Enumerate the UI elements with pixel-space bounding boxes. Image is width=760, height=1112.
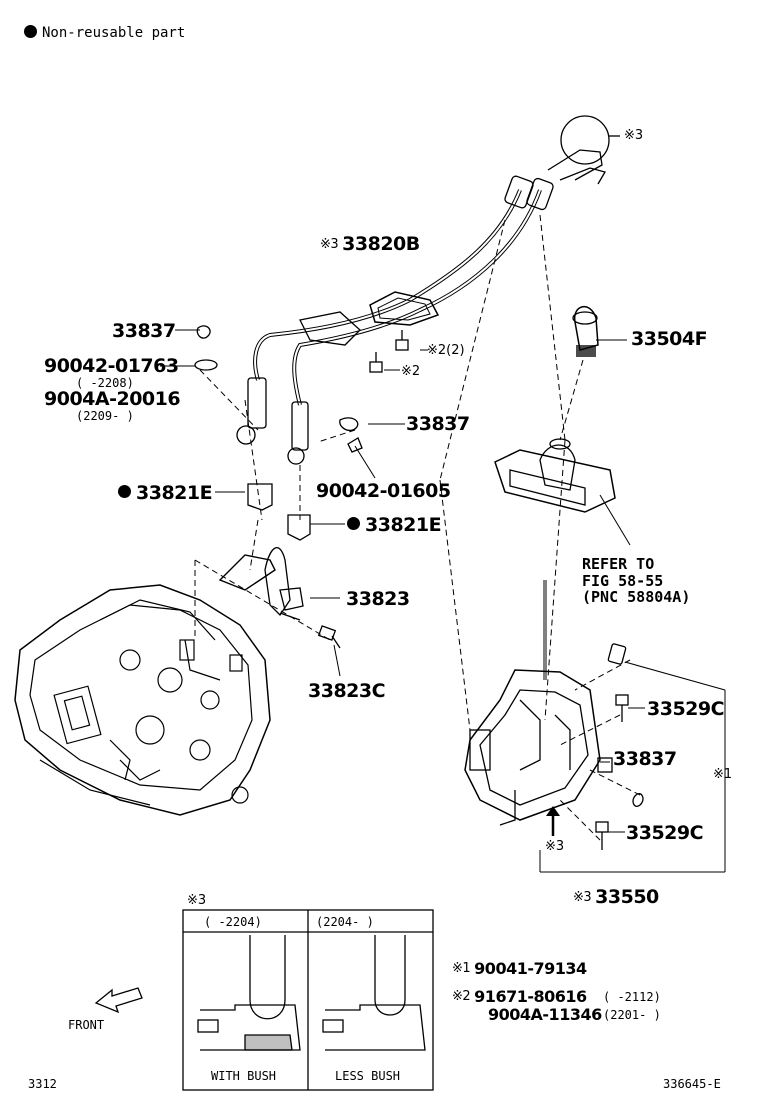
part-label-33823C[interactable]: 33823C xyxy=(308,680,386,702)
part-label-33529C-top[interactable]: 33529C xyxy=(647,698,725,720)
note-2a-range: ( -2112) xyxy=(603,990,661,1004)
inset-col1-header: ( -2204) xyxy=(204,915,262,929)
inset-col1-caption: WITH BUSH xyxy=(211,1069,277,1083)
note-2b-range: (2201- ) xyxy=(603,1008,661,1022)
part-label-33837-mid[interactable]: 33837 xyxy=(406,413,470,435)
inset-col2-caption: LESS BUSH xyxy=(335,1069,401,1083)
inset-col2-header: (2204- ) xyxy=(316,915,374,929)
part-range-90042-01763: ( -2208) xyxy=(76,376,134,390)
part-label-33821E-right[interactable]: 33821E xyxy=(347,516,442,535)
detail-mark-3: ※3 xyxy=(624,128,644,143)
shift-knob-drawing xyxy=(572,306,599,357)
left-cable-ends xyxy=(236,377,309,465)
part-label-33821E-left[interactable]: 33821E xyxy=(118,484,213,503)
mark-1-bracket: ※1 xyxy=(713,767,733,782)
front-label: FRONT xyxy=(68,1018,105,1032)
refer-note: REFER TO FIG 58-55 (PNC 58804A) xyxy=(582,555,691,606)
part-label-90042-01605[interactable]: 90042-01605 xyxy=(316,480,451,502)
non-reusable-dot-icon xyxy=(347,517,360,530)
part-label-33529C-bottom[interactable]: 33529C xyxy=(626,822,704,844)
mark-3-arrow: ※3 xyxy=(545,839,565,854)
part-label-9004A-20016[interactable]: 9004A-20016 xyxy=(44,388,181,410)
part-label-90042-01763[interactable]: 90042-01763 xyxy=(44,355,179,377)
note-bracket-lines xyxy=(539,661,726,873)
shift-lever-assembly-drawing xyxy=(464,580,627,826)
dashed-guides xyxy=(194,214,641,841)
inset-mark-3: ※3 xyxy=(187,893,207,908)
mark-2-with-qty: ※2(2) xyxy=(427,343,465,358)
inset-detail-box xyxy=(182,909,434,1091)
clips-33821E xyxy=(247,483,311,541)
front-arrow-icon xyxy=(94,987,143,1014)
cable-end-fittings xyxy=(504,149,606,211)
part-label-33837-top[interactable]: 33837 xyxy=(112,320,176,342)
part-label-33837-right[interactable]: 33837 xyxy=(613,748,677,770)
lever-bolts xyxy=(595,694,644,850)
note-2b: 9004A-11346 xyxy=(488,1005,602,1024)
part-label-33823[interactable]: 33823 xyxy=(346,588,410,610)
shift-boot-drawing xyxy=(494,438,616,513)
detail-callout-circle xyxy=(560,115,610,165)
figure-number: 3312 xyxy=(28,1077,57,1091)
drawing-id: 336645-E xyxy=(663,1077,721,1091)
bracket-bolts xyxy=(369,330,409,373)
transmission-housing-drawing xyxy=(14,584,271,816)
non-reusable-dot-icon xyxy=(118,485,131,498)
arrow-indicator xyxy=(546,806,560,836)
mark-2-bolt: ※2 xyxy=(401,364,421,379)
leader-lines xyxy=(160,329,645,833)
cable-bracket-33823 xyxy=(218,547,304,621)
bolt-33823C xyxy=(317,625,341,649)
part-label-33504F[interactable]: 33504F xyxy=(631,328,708,350)
part-range-9004A-20016: (2209- ) xyxy=(76,409,134,423)
clips-and-washers xyxy=(194,325,363,453)
shift-cable-assembly-drawing xyxy=(236,115,620,465)
legend-non-reusable: Non-reusable part xyxy=(24,24,185,40)
non-reusable-dot-icon xyxy=(24,24,37,38)
